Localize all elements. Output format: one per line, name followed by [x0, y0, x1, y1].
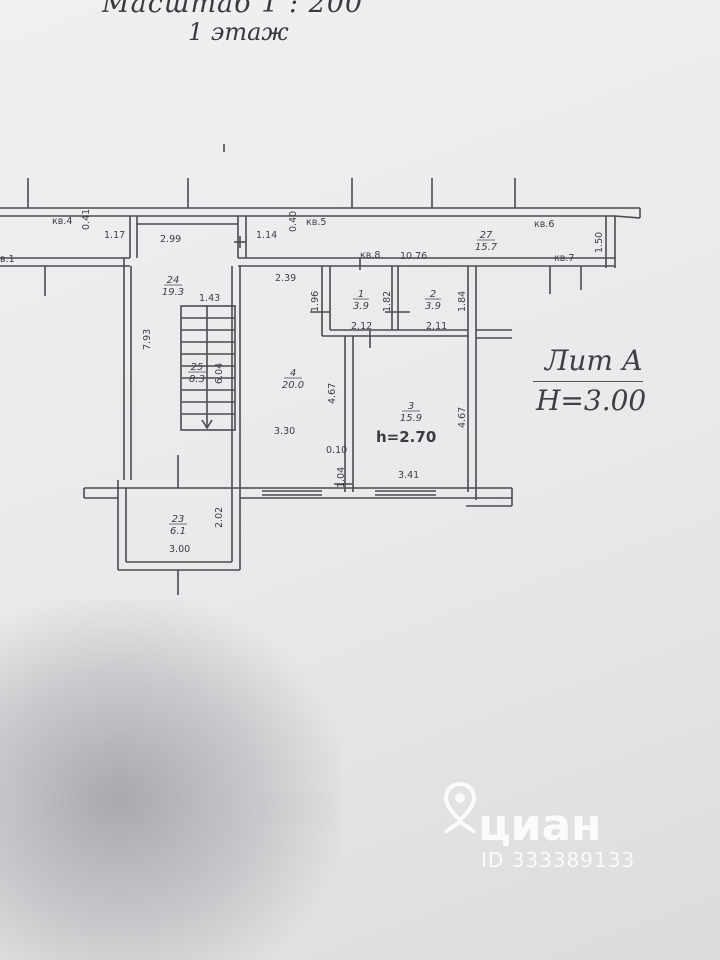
- room-1-id: 1: [358, 289, 364, 300]
- literal-rule: [533, 381, 643, 382]
- dim-467a: 4.67: [327, 383, 338, 404]
- dim-182: 1.82: [382, 291, 393, 312]
- room-4-area: 20.0: [282, 380, 304, 391]
- room-2-area: 3.9: [425, 301, 441, 312]
- literal-height: Н=3.00: [536, 384, 647, 417]
- dim-117: 1.17: [104, 230, 125, 241]
- dim-467b: 4.67: [457, 407, 468, 428]
- dim-299: 2.99: [160, 234, 181, 245]
- dim-040: 0.40: [288, 211, 299, 232]
- scale-title: Масштаб 1 : 200: [102, 0, 364, 19]
- room-25-area: 8.3: [189, 374, 205, 385]
- mark-k1: в.1: [0, 254, 15, 265]
- dim-300: 3.00: [169, 544, 190, 555]
- dim-202: 2.02: [214, 507, 225, 528]
- dim-104: 1.04: [336, 467, 347, 488]
- dim-341: 3.41: [398, 470, 419, 481]
- room-27-id: 27: [480, 230, 493, 241]
- mark-k8: кв.8: [360, 250, 380, 261]
- watermark-pin-icon: [443, 782, 477, 834]
- room-2-id: 2: [430, 289, 436, 300]
- room-23-id: 23: [172, 514, 185, 525]
- watermark-brand: циан: [478, 800, 602, 851]
- dim-211: 2.11: [426, 321, 447, 332]
- room-25-id: 25: [191, 362, 204, 373]
- mark-k6: кв.6: [534, 219, 554, 230]
- dim-1076: 10.76: [400, 251, 427, 262]
- dim-239: 2.39: [275, 273, 296, 284]
- mark-k4: кв.4: [52, 216, 72, 227]
- dim-010: 0.10: [326, 445, 347, 456]
- dim-041: 0.41: [81, 209, 92, 230]
- dim-143: 1.43: [199, 293, 220, 304]
- room-3-area: 15.9: [400, 413, 422, 424]
- floor-title: 1 этаж: [188, 18, 289, 46]
- dim-150: 1.50: [594, 232, 605, 253]
- room-height-label: h=2.70: [376, 428, 436, 446]
- literal-name: Лит А: [545, 344, 644, 377]
- room-23-area: 6.1: [170, 526, 186, 537]
- watermark-id: ID 333389133: [481, 848, 636, 872]
- room-3-id: 3: [408, 401, 414, 412]
- dim-212: 2.12: [351, 321, 372, 332]
- room-27-area: 15.7: [475, 242, 498, 253]
- room-24-id: 24: [167, 275, 180, 286]
- mark-k7: кв.7: [554, 253, 574, 264]
- dim-196: 1.96: [310, 291, 321, 312]
- dim-184: 1.84: [457, 291, 468, 312]
- dim-604: 6.04: [214, 363, 225, 384]
- mark-k5: кв.5: [306, 217, 326, 228]
- room-1-area: 3.9: [353, 301, 369, 312]
- room-4-id: 4: [290, 368, 296, 379]
- dim-330: 3.30: [274, 426, 295, 437]
- room-24-area: 19.3: [162, 287, 184, 298]
- dim-793: 7.93: [142, 329, 153, 350]
- dim-114: 1.14: [256, 230, 277, 241]
